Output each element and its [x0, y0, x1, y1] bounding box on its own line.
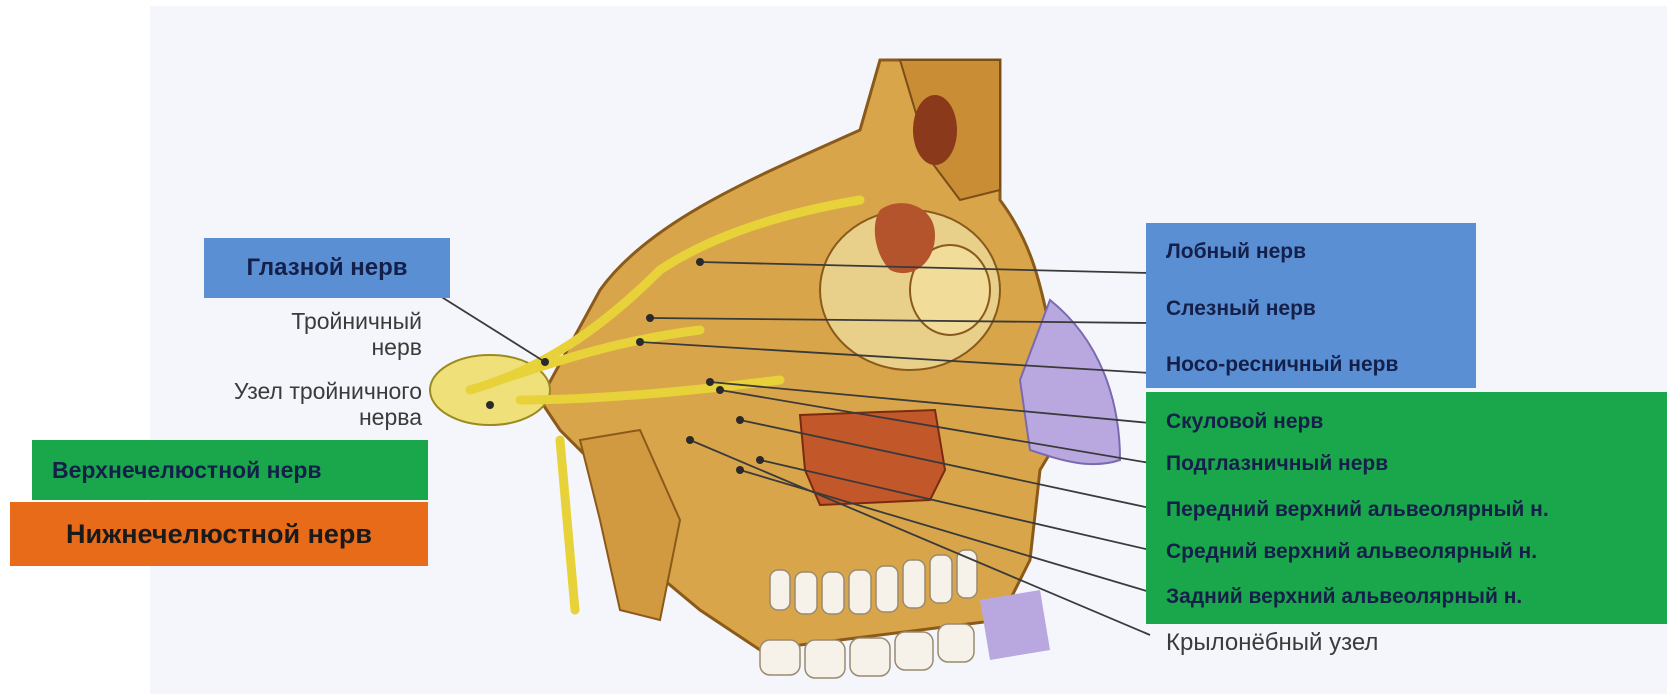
maxillary-nerve-label: Верхнечелюстной нерв [32, 440, 428, 500]
infraorbital-nerve-label: Подглазничный нерв [1166, 452, 1388, 476]
frontal-sinus [913, 95, 957, 165]
lower-gum [980, 590, 1050, 660]
trigeminal-ganglion-label: Узел тройничного нерва [170, 378, 422, 430]
ophthalmic-nerve-label: Глазной нерв [204, 238, 450, 298]
mandibular-nerve-label: Нижнечелюстной нерв [10, 502, 428, 566]
posterior-superior-alveolar-label: Задний верхний альвеолярный н. [1166, 585, 1522, 609]
zygomatic-nerve-label: Скуловой нерв [1166, 410, 1323, 434]
trigeminal-nerve-label: Тройничный нерв [250, 308, 422, 360]
frontal-nerve-label: Лобный нерв [1166, 240, 1306, 264]
maxillary-nerve-text: Верхнечелюстной нерв [52, 457, 322, 484]
middle-superior-alveolar-label: Средний верхний альвеолярный н. [1166, 540, 1537, 564]
anterior-superior-alveolar-label: Передний верхний альвеолярный н. [1166, 498, 1549, 522]
pterygopalatine-ganglion-label: Крылонёбный узел [1166, 630, 1378, 656]
lacrimal-nerve-label: Слезный нерв [1166, 297, 1316, 321]
mandibular-nerve-text: Нижнечелюстной нерв [66, 519, 372, 550]
nasociliary-nerve-label: Носо-ресничный нерв [1166, 353, 1398, 377]
ophthalmic-nerve-text: Глазной нерв [246, 254, 407, 282]
